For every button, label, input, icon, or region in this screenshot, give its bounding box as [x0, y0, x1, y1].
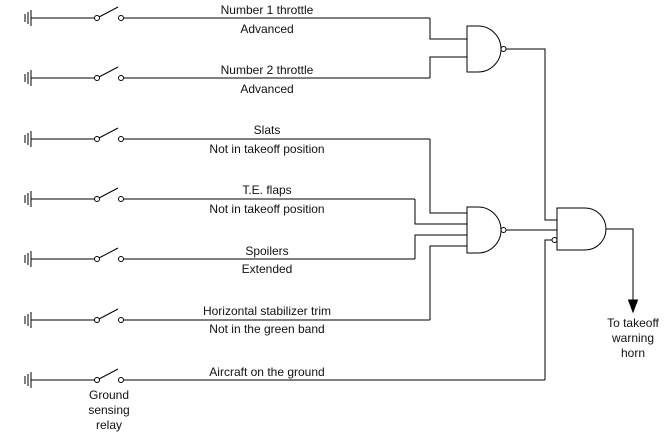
input-label-top: Slats [254, 123, 281, 137]
wires-throttle-to-gate-1 [429, 18, 467, 78]
input-label-top: Horizontal stabilizer trim [203, 304, 331, 318]
svg-text:Ground: Ground [89, 388, 129, 402]
ground-symbol [24, 10, 32, 26]
input-label-bottom: Advanced [240, 82, 293, 96]
ground-symbol [24, 372, 32, 388]
input-row-spoilers: Spoilers Extended [24, 244, 415, 276]
wires-surfaces-to-gate-2 [414, 139, 467, 320]
switch-icon [94, 6, 124, 21]
svg-text:To takeoff: To takeoff [607, 316, 659, 330]
relay-label: Ground sensing relay [88, 388, 129, 432]
switch-icon [94, 187, 124, 202]
input-row-slats: Slats Not in takeoff position [24, 123, 430, 156]
svg-text:horn: horn [621, 346, 645, 360]
arrowhead-icon [627, 299, 639, 314]
nand-gate-throttles [466, 25, 507, 73]
switch-icon [94, 308, 124, 323]
input-row-aircraft-on-ground: Aircraft on the ground [24, 365, 545, 388]
switch-icon [94, 247, 124, 262]
input-label-top: Aircraft on the ground [209, 365, 324, 379]
ground-symbol [24, 251, 32, 267]
input-label-bottom: Advanced [240, 22, 293, 36]
ground-symbol [24, 131, 32, 147]
input-label-top: Spoilers [245, 244, 288, 258]
and-gate-warning [556, 207, 607, 251]
svg-text:warning: warning [611, 331, 654, 345]
wire-gate-1-output [506, 48, 557, 221]
ground-symbol [24, 191, 32, 207]
nand-gate-surfaces [466, 206, 507, 254]
input-label-top: Number 2 throttle [221, 63, 314, 77]
inverter-bubble [551, 237, 558, 243]
svg-text:relay: relay [96, 418, 122, 432]
switch-icon [94, 66, 124, 81]
input-row-horizontal-stabilizer-trim: Horizontal stabilizer trim Not in the gr… [24, 304, 430, 336]
input-row-number-1-throttle: Number 1 throttle Advanced [24, 3, 430, 36]
input-label-top: Number 1 throttle [221, 3, 314, 17]
svg-text:sensing: sensing [88, 403, 129, 417]
wire-ground-sense-to-gate-3 [544, 239, 552, 380]
input-label-bottom: Not in the green band [209, 322, 324, 336]
input-label-bottom: Not in takeoff position [209, 202, 324, 216]
input-label-bottom: Extended [242, 262, 293, 276]
input-row-number-2-throttle: Number 2 throttle Advanced [24, 63, 430, 96]
input-label-bottom: Not in takeoff position [209, 142, 324, 156]
input-label-top: T.E. flaps [242, 183, 291, 197]
input-row-te-flaps: T.E. flaps Not in takeoff position [24, 183, 415, 216]
ground-symbol [24, 312, 32, 328]
output-label: To takeoff warning horn [607, 316, 659, 360]
switch-icon [94, 368, 124, 383]
wire-to-horn [606, 228, 634, 304]
ground-symbol [24, 70, 32, 86]
switch-icon [94, 127, 124, 142]
